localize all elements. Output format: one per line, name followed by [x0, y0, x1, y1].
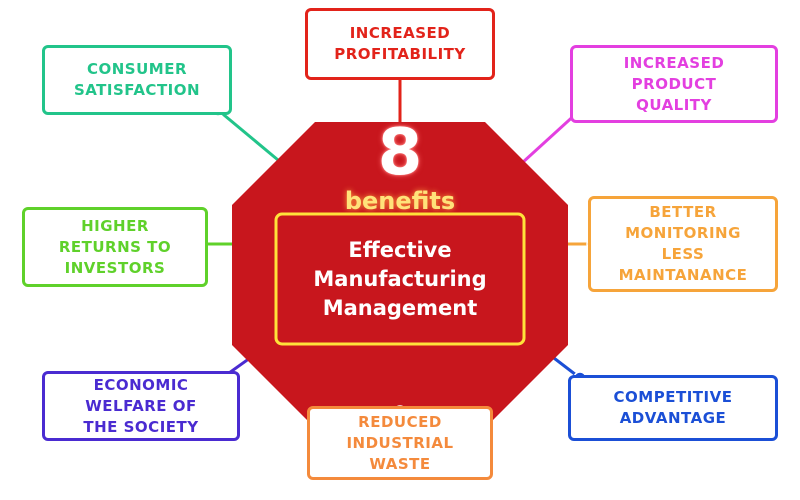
benefit-label: INCREASED PROFITABILITY [334, 24, 466, 63]
benefit-count: 8 [377, 116, 423, 190]
benefit-box-higher-returns: HIGHER RETURNS TO INVESTORS [22, 207, 208, 287]
benefit-label: CONSUMER SATISFACTION [73, 60, 201, 99]
benefit-label: HIGHER RETURNS TO INVESTORS [58, 216, 172, 277]
connector-consumer-satisfaction [217, 108, 279, 162]
benefit-label: COMPETITIVE ADVANTAGE [613, 388, 733, 427]
benefit-label: REDUCED INDUSTRIAL WASTE [346, 412, 454, 473]
benefit-label: INCREASED PRODUCT QUALITY [623, 53, 725, 114]
benefit-box-competitive-advantage: COMPETITIVE ADVANTAGE [568, 375, 778, 441]
benefit-box-consumer-satisfaction: CONSUMER SATISFACTION [42, 45, 232, 115]
center-title-frame [274, 212, 526, 346]
benefit-box-increased-product-quality: INCREASED PRODUCT QUALITY [570, 45, 778, 123]
center-octagon [232, 122, 568, 428]
benefit-box-better-monitoring: BETTER MONITORING LESS MAINTANANCE [588, 196, 778, 292]
center-title: Effective Manufacturing Management [313, 237, 487, 320]
benefit-box-economic-welfare: ECONOMIC WELFARE OF THE SOCIETY [42, 371, 240, 441]
benefit-box-increased-profitability: INCREASED PROFITABILITY [305, 8, 495, 80]
connector-increased-product-quality [520, 110, 580, 165]
benefits-word: benefits [344, 187, 456, 215]
benefit-box-reduced-industrial-waste: REDUCED INDUSTRIAL WASTE [307, 406, 493, 480]
benefit-label: BETTER MONITORING LESS MAINTANANCE [618, 203, 748, 284]
benefit-label: ECONOMIC WELFARE OF THE SOCIETY [83, 375, 199, 436]
